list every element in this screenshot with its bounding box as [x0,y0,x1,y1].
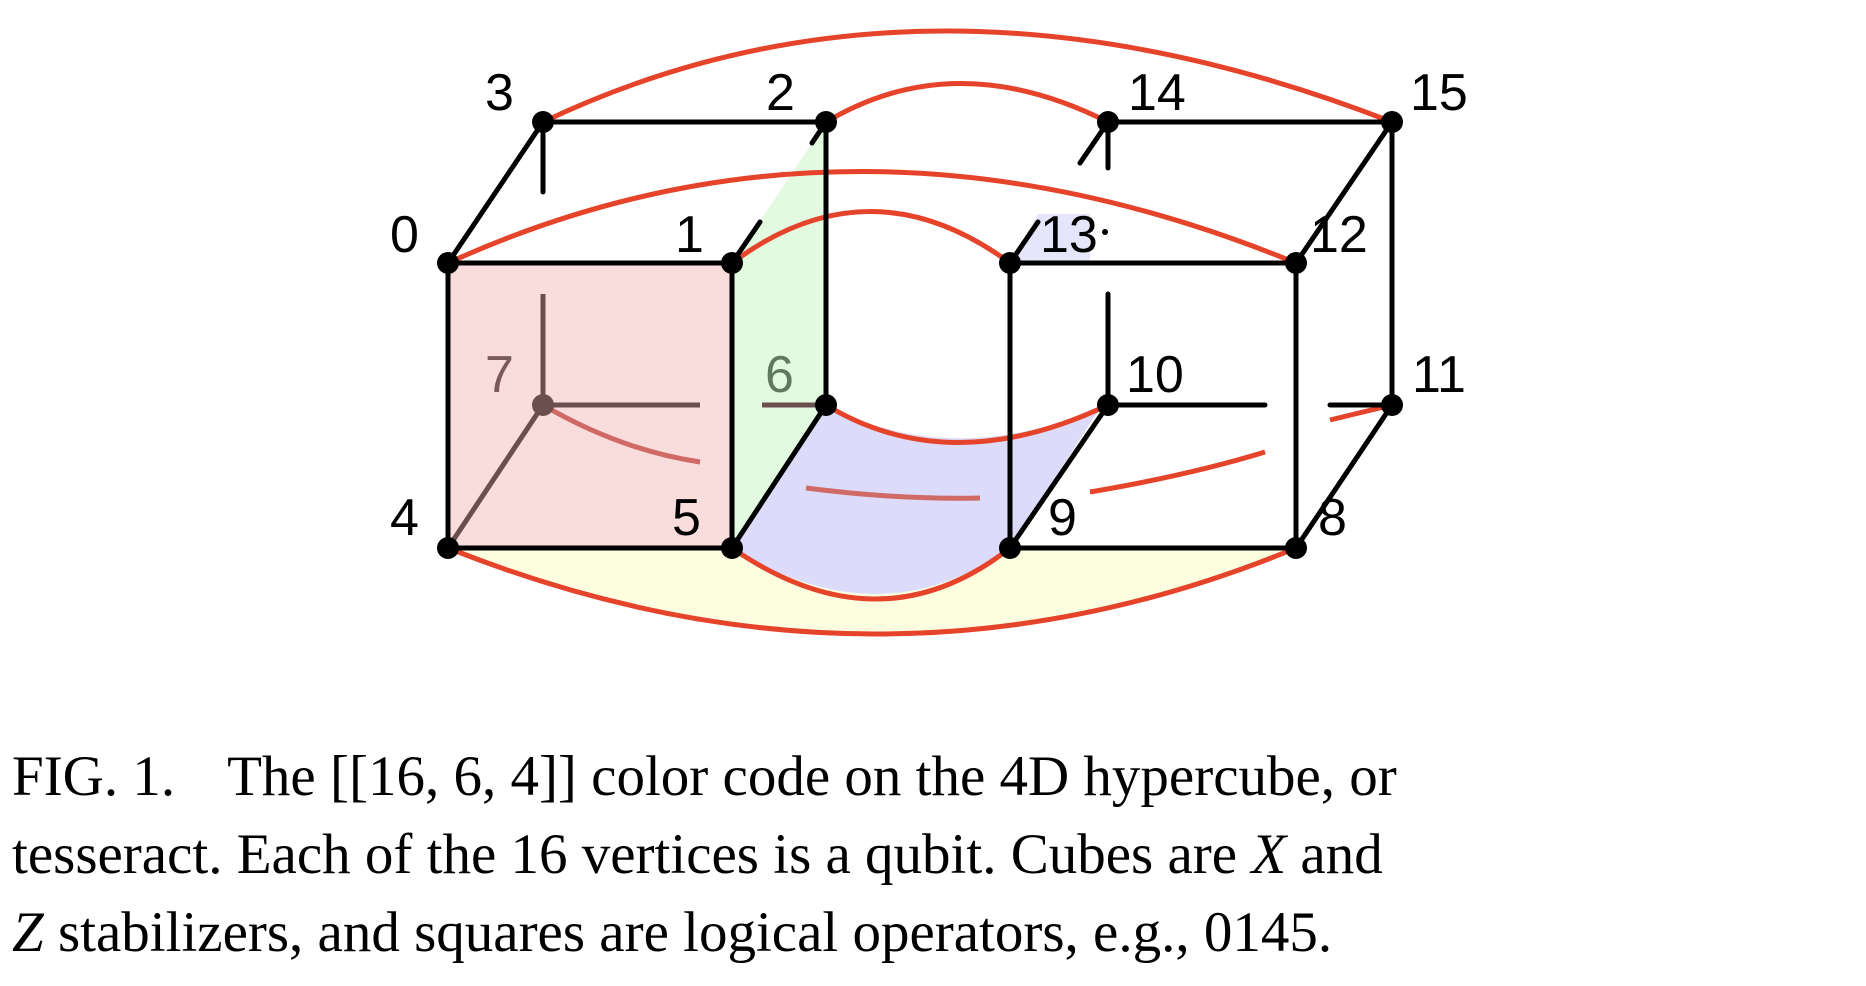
vertex-4 [437,537,459,559]
figure-caption: FIG. 1. The [[16, 6, 4]] color code on th… [12,738,1862,972]
arc-6-10 [824,402,1110,445]
label-1: 1 [675,206,704,264]
vertex-9 [999,537,1021,559]
label-5: 5 [672,489,701,547]
caption-var-x: X [1251,823,1287,886]
label-2: 2 [766,64,795,122]
arc-5-8 [730,545,1012,602]
label-8: 8 [1318,489,1347,547]
arc-3-15 [541,28,1393,125]
edge-15-12 [1293,119,1395,266]
vertex-13 [999,252,1021,274]
caption-var-z: Z [12,901,44,964]
label-13: 13 [1040,206,1098,264]
label-4: 4 [390,489,419,547]
vertex-11 [1381,394,1403,416]
figure-label: FIG. 1. [12,745,176,808]
vertex-14 [1097,111,1119,133]
edge-0-3 [445,119,546,266]
edge-7-4 [445,403,546,550]
caption-line-2: tesseract. Each of the 16 vertices is a … [12,816,1862,894]
label-11: 11 [1412,346,1466,404]
tesseract-figure: 0 1 2 3 4 5 6 7 8 9 10 11 12 13 14 15 [390,28,1468,637]
label-10: 10 [1126,346,1184,404]
label-6: 6 [765,346,794,404]
caption-text-2: tesseract. Each of the 16 vertices is a … [12,823,1238,886]
arc-0-12 [446,169,1297,266]
vertex-0 [437,252,459,274]
label-7: 7 [485,346,514,404]
arc-7-11-a [541,402,701,465]
face-blue-small [1010,214,1090,263]
label-3: 3 [485,64,514,122]
caption-text-2-end: and [1300,823,1383,886]
caption-text-1: The [[16, 6, 4]] color code on the 4D hy… [227,745,1397,808]
vertex-15 [1381,111,1403,133]
edge-6-5 [729,402,829,551]
label-9: 9 [1048,489,1077,547]
caption-text-3: stabilizers, and squares are logical ope… [57,901,1333,964]
arc-7-11-b [805,485,981,501]
arc-7-11-c [1089,449,1266,495]
vertex-2 [815,111,837,133]
label-12: 12 [1310,206,1368,264]
vertex-5 [721,537,743,559]
label-15: 15 [1410,64,1468,122]
caption-line-3: Z stabilizers, and squares are logical o… [12,894,1862,972]
vertex-1 [721,252,743,274]
label-14: 14 [1128,64,1186,122]
vertex-7 [532,394,554,416]
caption-line-1: FIG. 1. The [[16, 6, 4]] color code on th… [12,738,1862,816]
arc-4-8 [447,545,1297,637]
vertex-12 [1285,252,1307,274]
edge-10-9 [1007,402,1111,551]
vertex-3 [532,111,554,133]
dot-13 [1102,229,1108,235]
arc-1-13 [730,209,1012,266]
vertex-6 [815,394,837,416]
label-0: 0 [390,206,419,264]
vertex-8 [1285,537,1307,559]
vertex-10 [1097,394,1119,416]
edge-11-8 [1293,402,1395,551]
arc-2-14 [824,81,1110,125]
